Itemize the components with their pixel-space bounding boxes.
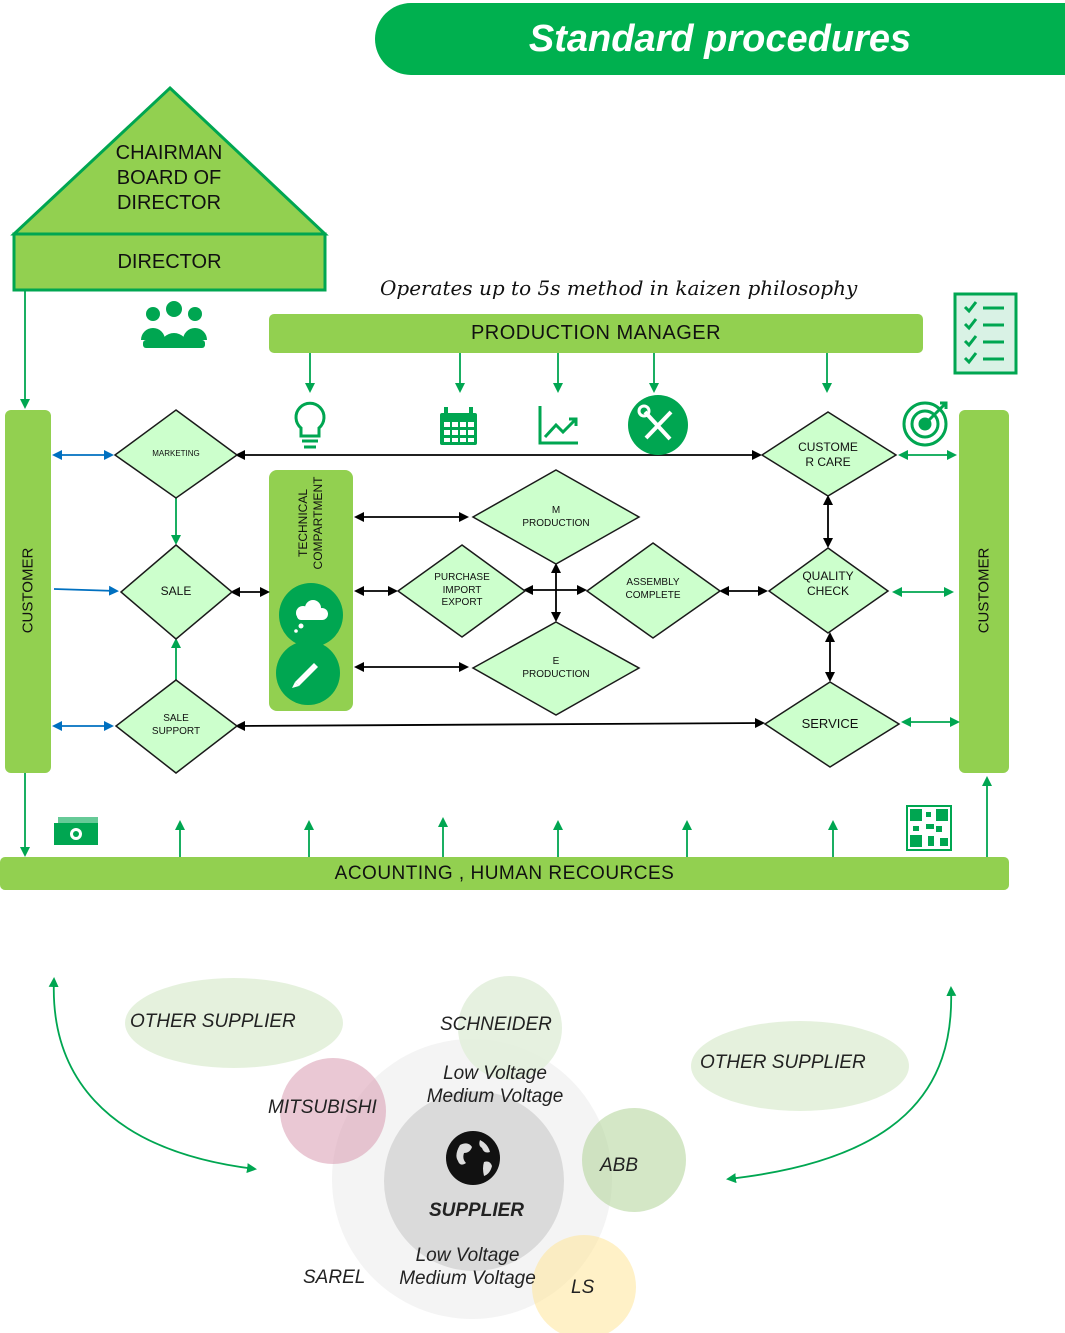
lightbulb-icon (294, 401, 326, 449)
voltage-bottom-label: Low Voltage Medium Voltage (380, 1245, 555, 1291)
ls-label: LS (571, 1277, 595, 1298)
chairman-line-3: DIRECTOR (116, 192, 222, 214)
marketing-label: MARKETING (152, 449, 200, 458)
customer-care-line-1: CUSTOME (798, 440, 858, 454)
sarel-label: SAREL (303, 1267, 366, 1288)
page-title: Standard procedures (528, 17, 912, 60)
m-production-label: M PRODUCTION (506, 505, 606, 530)
voltage-bottom-line-2: Medium Voltage (399, 1267, 536, 1289)
service-label: SERVICE (801, 716, 859, 731)
customer-care-diamond (760, 411, 898, 497)
money-icon (54, 817, 98, 845)
service-diamond (763, 681, 901, 768)
quality-check-line-1: QUALITY (802, 569, 854, 583)
technical-line-1: TECHNICAL (296, 489, 310, 558)
voltage-bottom-line-1: Low Voltage (415, 1245, 520, 1266)
arrow-customer-sale (53, 585, 119, 596)
schneider-label: SCHNEIDER (440, 1014, 552, 1035)
sale-label: SALE (160, 584, 192, 598)
e-production-line-1: E (552, 656, 560, 667)
chairman-line-1: CHAIRMAN (115, 142, 223, 164)
team-icon (141, 301, 207, 348)
marketing-diamond (113, 409, 239, 499)
globe-icon (446, 1131, 500, 1185)
calendar-icon (440, 407, 477, 445)
arrow-supplier-right (726, 986, 957, 1184)
voltage-top-line-1: Low Voltage (443, 1063, 547, 1084)
assembly-line-2: COMPLETE (625, 589, 681, 601)
quality-check-line-2: CHECK (806, 584, 849, 598)
purchase-diamond (396, 544, 527, 638)
voltage-top-label: Low Voltage Medium Voltage (405, 1063, 585, 1109)
e-production-line-2: PRODUCTION (522, 668, 590, 680)
accounting-bar (0, 857, 1009, 890)
customer-left-label: CUSTOMER (19, 547, 37, 634)
sale-support-line-1: SALE (163, 713, 189, 724)
target-icon (902, 401, 948, 447)
checklist-icon (953, 292, 1018, 375)
cloud-icon (294, 600, 328, 633)
purchase-line-3: EXPORT (441, 597, 483, 608)
other-supplier-right-label: OTHER SUPPLIER (700, 1052, 866, 1073)
e-production-diamond (471, 621, 641, 716)
chairman-label: CHAIRMAN BOARD OF DIRECTOR (84, 141, 254, 216)
subtitle: Operates up to 5s method in kaizen philo… (380, 276, 858, 300)
sale-support-label: SALE SUPPORT (126, 713, 226, 738)
director-label: DIRECTOR (117, 250, 222, 273)
director-box (12, 232, 327, 292)
accounting-label: ACOUNTING , HUMAN RECOURCES (334, 862, 675, 884)
growth-chart-icon (538, 406, 578, 445)
abb-label: ABB (600, 1155, 639, 1176)
supplier-center-label: SUPPLIER (428, 1200, 525, 1221)
title-banner (375, 3, 1065, 75)
assembly-line-1: ASSEMBLY (626, 577, 680, 588)
purchase-line-2: IMPORT (442, 584, 482, 596)
schneider-bubble (458, 976, 562, 1080)
customer-right-label: CUSTOMER (975, 547, 993, 634)
technical-line-2: COMPARTMENT (311, 476, 325, 570)
sale-diamond (119, 544, 234, 640)
quality-check-label: QUALITY CHECK (778, 569, 878, 599)
purchase-line-1: PURCHASE (434, 572, 490, 583)
arrow-support-service (235, 718, 765, 731)
e-production-label: E PRODUCTION (506, 656, 606, 681)
production-manager-bar (269, 314, 923, 353)
ls-bubble (532, 1235, 636, 1333)
customer-left: CUSTOMER (5, 410, 51, 773)
arrow-supplier-left (48, 977, 257, 1173)
other-supplier-left-label: OTHER SUPPLIER (130, 1011, 296, 1032)
mitsubishi-label: MITSUBISHI (268, 1097, 377, 1118)
sale-support-diamond (114, 679, 239, 774)
assembly-diamond (585, 542, 722, 639)
quality-check-diamond (767, 547, 890, 634)
qr-code-icon (906, 805, 952, 851)
chairman-line-2: BOARD OF (116, 167, 222, 189)
purchase-label: PURCHASE IMPORT EXPORT (412, 572, 512, 610)
customer-right-bar (959, 410, 1009, 773)
customer-care-label: CUSTOME R CARE (778, 440, 878, 470)
abb-bubble (582, 1108, 686, 1212)
sale-support-line-2: SUPPORT (151, 725, 201, 737)
pencil-icon (292, 663, 318, 688)
customer-right: CUSTOMER (959, 410, 1009, 773)
customer-left-bar (5, 410, 51, 773)
voltage-top-line-2: Medium Voltage (426, 1085, 564, 1107)
m-production-line-2: PRODUCTION (522, 517, 590, 529)
m-production-line-1: M (551, 505, 561, 516)
mitsubishi-bubble (280, 1058, 386, 1164)
assembly-label: ASSEMBLY COMPLETE (603, 577, 703, 602)
technical-label: TECHNICAL COMPARTMENT (296, 463, 328, 583)
tools-icon (628, 395, 688, 455)
production-manager-label: PRODUCTION MANAGER (470, 322, 722, 344)
customer-care-line-2: R CARE (805, 455, 851, 469)
m-production-diamond (471, 469, 641, 565)
